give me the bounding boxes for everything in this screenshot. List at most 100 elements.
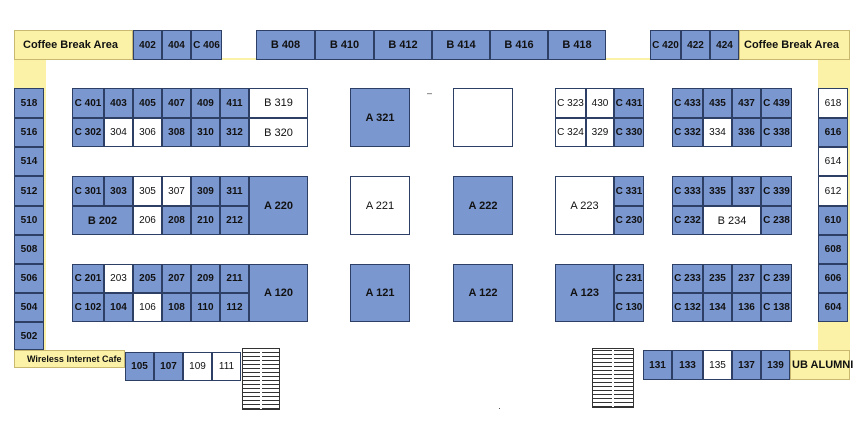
booth-133[interactable]: 133 (672, 350, 703, 380)
booth-b410[interactable]: B 410 (315, 30, 374, 60)
booth-a122[interactable]: A 122 (453, 264, 513, 322)
booth-c102[interactable]: C 102 (72, 293, 104, 322)
booth-336[interactable]: 336 (732, 118, 761, 147)
booth-422[interactable]: 422 (681, 30, 710, 60)
booth-430[interactable]: 430 (586, 88, 614, 118)
booth-424[interactable]: 424 (710, 30, 739, 60)
booth-504[interactable]: 504 (14, 293, 44, 322)
booth-c439[interactable]: C 439 (761, 88, 792, 118)
booth-518[interactable]: 518 (14, 88, 44, 118)
booth-407[interactable]: 407 (162, 88, 191, 118)
booth-a220[interactable]: A 220 (249, 176, 308, 235)
booth-c324[interactable]: C 324 (555, 118, 586, 147)
booth-310[interactable]: 310 (191, 118, 220, 147)
booth-104[interactable]: 104 (104, 293, 133, 322)
booth-307[interactable]: 307 (162, 176, 191, 206)
booth-c331[interactable]: C 331 (614, 176, 644, 206)
booth-c239[interactable]: C 239 (761, 264, 792, 293)
booth-514[interactable]: 514 (14, 147, 44, 176)
booth-134[interactable]: 134 (703, 293, 732, 322)
booth-437[interactable]: 437 (732, 88, 761, 118)
booth-512[interactable]: 512 (14, 176, 44, 206)
booth-b418[interactable]: B 418 (548, 30, 606, 60)
booth-c302[interactable]: C 302 (72, 118, 104, 147)
booth-506[interactable]: 506 (14, 264, 44, 293)
booth-136[interactable]: 136 (732, 293, 761, 322)
booth-c301[interactable]: C 301 (72, 176, 104, 206)
booth-305[interactable]: 305 (133, 176, 162, 206)
booth-108[interactable]: 108 (162, 293, 191, 322)
booth-510[interactable]: 510 (14, 206, 44, 235)
booth-616[interactable]: 616 (818, 118, 848, 147)
booth-b412[interactable]: B 412 (374, 30, 432, 60)
booth-a120[interactable]: A 120 (249, 264, 308, 322)
booth-208[interactable]: 208 (162, 206, 191, 235)
booth-105[interactable]: 105 (125, 352, 154, 381)
booth-c232[interactable]: C 232 (672, 206, 703, 235)
booth-235[interactable]: 235 (703, 264, 732, 293)
booth-a121[interactable]: A 121 (350, 264, 410, 322)
booth-405[interactable]: 405 (133, 88, 162, 118)
booth-209[interactable]: 209 (191, 264, 220, 293)
booth-c138[interactable]: C 138 (761, 293, 792, 322)
booth-337[interactable]: 337 (732, 176, 761, 206)
booth-c332[interactable]: C 332 (672, 118, 703, 147)
booth-c230[interactable]: C 230 (614, 206, 644, 235)
booth-608[interactable]: 608 (818, 235, 848, 264)
booth-c420[interactable]: C 420 (650, 30, 681, 60)
booth-311[interactable]: 311 (220, 176, 249, 206)
booth-b414[interactable]: B 414 (432, 30, 490, 60)
booth-502[interactable]: 502 (14, 322, 44, 350)
booth-b416[interactable]: B 416 (490, 30, 548, 60)
booth-106[interactable]: 106 (133, 293, 162, 322)
booth-508[interactable]: 508 (14, 235, 44, 264)
booth-c333[interactable]: C 333 (672, 176, 703, 206)
booth-b320[interactable]: B 320 (249, 118, 308, 147)
booth-a223[interactable]: A 223 (555, 176, 614, 235)
booth-131[interactable]: 131 (643, 350, 672, 380)
booth-334[interactable]: 334 (703, 118, 732, 147)
booth-a123[interactable]: A 123 (555, 264, 614, 322)
booth-139[interactable]: 139 (761, 350, 790, 380)
booth-b234[interactable]: B 234 (703, 206, 761, 235)
booth-b202[interactable]: B 202 (72, 206, 133, 235)
booth-c338[interactable]: C 338 (761, 118, 792, 147)
booth-403[interactable]: 403 (104, 88, 133, 118)
booth-c433[interactable]: C 433 (672, 88, 703, 118)
booth-612[interactable]: 612 (818, 176, 848, 206)
booth-c130[interactable]: C 130 (614, 293, 644, 322)
booth-a222[interactable]: A 222 (453, 176, 513, 235)
booth-212[interactable]: 212 (220, 206, 249, 235)
booth-606[interactable]: 606 (818, 264, 848, 293)
booth-402[interactable]: 402 (133, 30, 162, 60)
booth-c201[interactable]: C 201 (72, 264, 104, 293)
booth-435[interactable]: 435 (703, 88, 732, 118)
booth-b408[interactable]: B 408 (256, 30, 315, 60)
booth-unlabeled[interactable] (453, 88, 513, 147)
booth-409[interactable]: 409 (191, 88, 220, 118)
booth-203[interactable]: 203 (104, 264, 133, 293)
booth-610[interactable]: 610 (818, 206, 848, 235)
booth-c238[interactable]: C 238 (761, 206, 792, 235)
booth-309[interactable]: 309 (191, 176, 220, 206)
booth-411[interactable]: 411 (220, 88, 249, 118)
booth-110[interactable]: 110 (191, 293, 220, 322)
booth-335[interactable]: 335 (703, 176, 732, 206)
booth-312[interactable]: 312 (220, 118, 249, 147)
booth-618[interactable]: 618 (818, 88, 848, 118)
booth-211[interactable]: 211 (220, 264, 249, 293)
booth-c231[interactable]: C 231 (614, 264, 644, 293)
booth-c323[interactable]: C 323 (555, 88, 586, 118)
booth-c431[interactable]: C 431 (614, 88, 644, 118)
booth-c406[interactable]: C 406 (191, 30, 222, 60)
booth-111[interactable]: 111 (212, 352, 241, 381)
booth-237[interactable]: 237 (732, 264, 761, 293)
booth-135[interactable]: 135 (703, 350, 732, 380)
booth-304[interactable]: 304 (104, 118, 133, 147)
booth-516[interactable]: 516 (14, 118, 44, 147)
booth-b319[interactable]: B 319 (249, 88, 308, 118)
booth-112[interactable]: 112 (220, 293, 249, 322)
booth-a221[interactable]: A 221 (350, 176, 410, 235)
booth-329[interactable]: 329 (586, 118, 614, 147)
booth-107[interactable]: 107 (154, 352, 183, 381)
